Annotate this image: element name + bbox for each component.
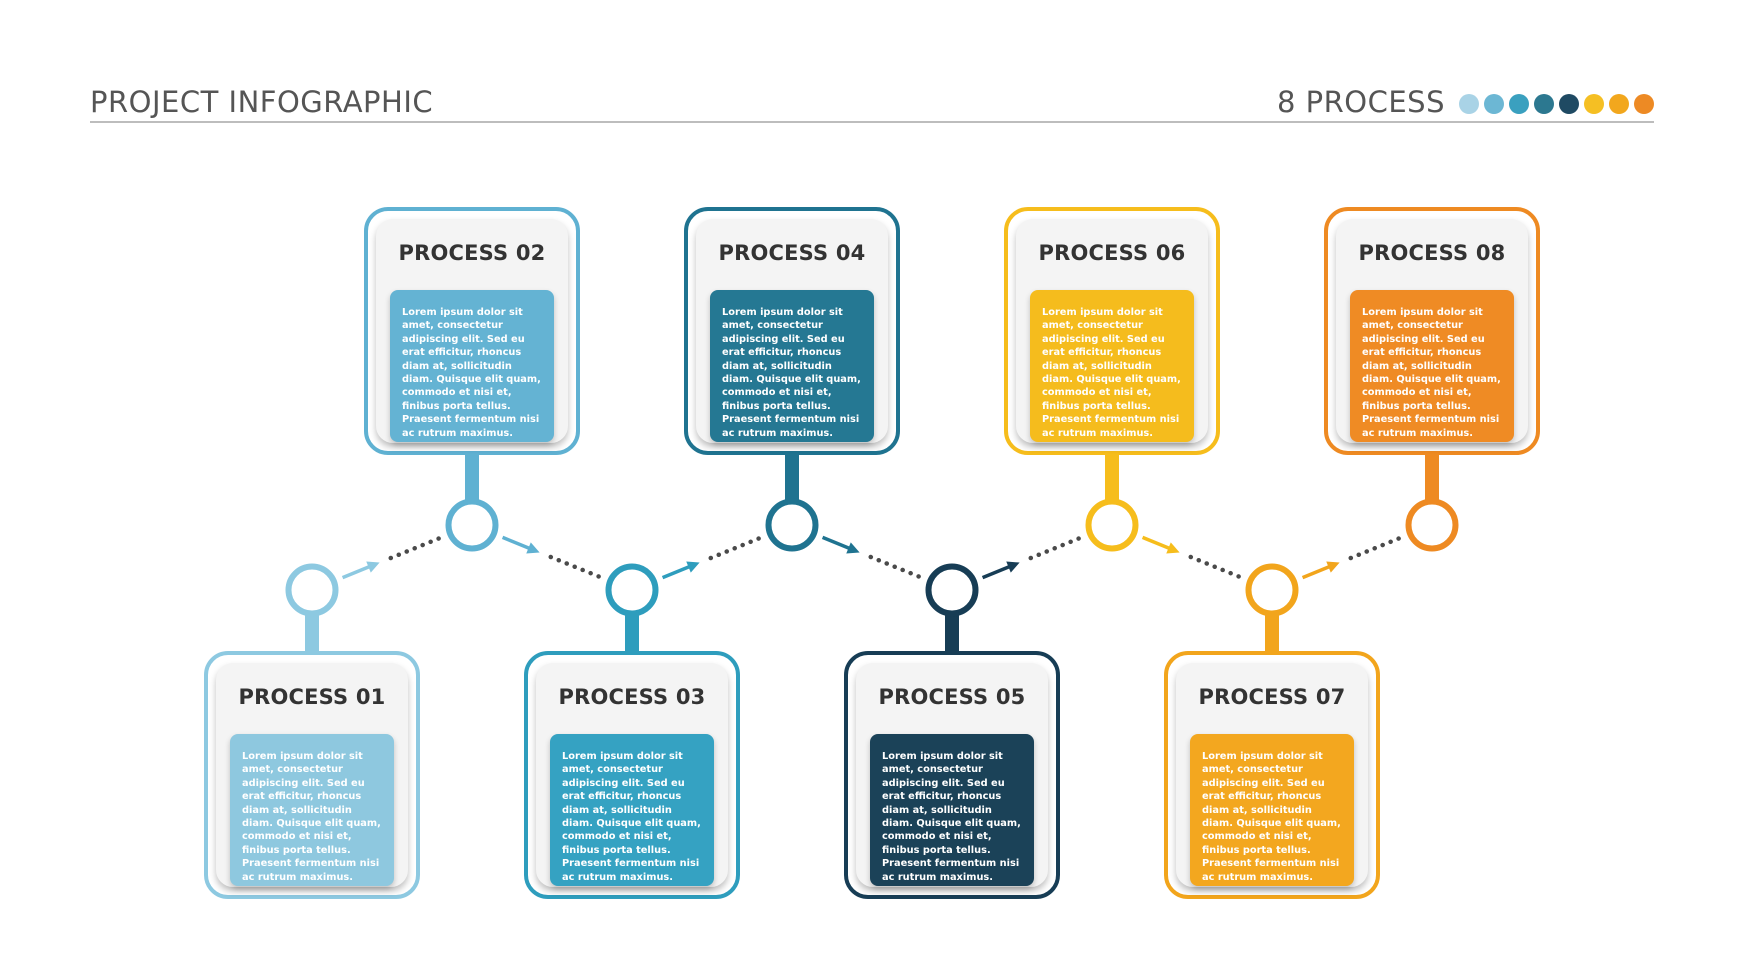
process-node-6 [1085, 498, 1139, 552]
legend-dot-2 [1484, 94, 1504, 114]
process-title: PROCESS 03 [558, 685, 706, 709]
header-divider [90, 121, 1654, 123]
legend-dot-8 [1634, 94, 1654, 114]
process-stem-7 [1265, 613, 1279, 655]
process-stem-1 [305, 613, 319, 655]
process-node-1 [285, 563, 339, 617]
connector-7-to-8 [1301, 535, 1404, 580]
legend-dot-1 [1459, 94, 1479, 114]
connector-4-to-5 [821, 535, 924, 580]
legend-dot-4 [1534, 94, 1554, 114]
legend-dot-6 [1584, 94, 1604, 114]
process-description: Lorem ipsum dolor sit amet, consectetur … [1350, 290, 1514, 442]
process-card-4: PROCESS 04 Lorem ipsum dolor sit amet, co… [684, 207, 900, 455]
process-stem-6 [1105, 451, 1119, 502]
process-node-4 [765, 498, 819, 552]
header-right: 8 PROCESS [1277, 82, 1654, 122]
connector-6-to-7 [1141, 535, 1244, 580]
process-node-5 [925, 563, 979, 617]
process-node-2 [445, 498, 499, 552]
process-title: PROCESS 01 [238, 685, 386, 709]
process-description: Lorem ipsum dolor sit amet, consectetur … [1030, 290, 1194, 442]
process-stem-5 [945, 613, 959, 655]
process-card-6: PROCESS 06 Lorem ipsum dolor sit amet, co… [1004, 207, 1220, 455]
process-description: Lorem ipsum dolor sit amet, consectetur … [230, 734, 394, 886]
connector-2-to-3 [501, 535, 604, 580]
page-title: PROJECT INFOGRAPHIC [90, 85, 434, 119]
process-card-3: PROCESS 03 Lorem ipsum dolor sit amet, co… [524, 651, 740, 899]
connector-1-to-2 [341, 535, 444, 580]
process-card-8: PROCESS 08 Lorem ipsum dolor sit amet, co… [1324, 207, 1540, 455]
process-card-5: PROCESS 05 Lorem ipsum dolor sit amet, co… [844, 651, 1060, 899]
legend-dot-7 [1609, 94, 1629, 114]
process-node-7 [1245, 563, 1299, 617]
process-description: Lorem ipsum dolor sit amet, consectetur … [870, 734, 1034, 886]
process-title: PROCESS 07 [1198, 685, 1346, 709]
page-subtitle: 8 PROCESS [1276, 85, 1445, 119]
process-stem-3 [625, 613, 639, 655]
legend-dot-5 [1559, 94, 1579, 114]
process-card-2: PROCESS 02 Lorem ipsum dolor sit amet, co… [364, 207, 580, 455]
process-description: Lorem ipsum dolor sit amet, consectetur … [710, 290, 874, 442]
process-title: PROCESS 05 [878, 685, 1026, 709]
process-stem-2 [465, 451, 479, 502]
process-title: PROCESS 06 [1038, 241, 1186, 265]
process-card-7: PROCESS 07 Lorem ipsum dolor sit amet, co… [1164, 651, 1380, 899]
process-stem-8 [1425, 451, 1439, 502]
connector-5-to-6 [981, 535, 1084, 580]
process-node-3 [605, 563, 659, 617]
process-description: Lorem ipsum dolor sit amet, consectetur … [390, 290, 554, 442]
process-title: PROCESS 02 [398, 241, 546, 265]
legend-dot-3 [1509, 94, 1529, 114]
process-card-1: PROCESS 01 Lorem ipsum dolor sit amet, co… [204, 651, 420, 899]
process-title: PROCESS 08 [1358, 241, 1506, 265]
process-description: Lorem ipsum dolor sit amet, consectetur … [550, 734, 714, 886]
process-node-8 [1405, 498, 1459, 552]
connector-3-to-4 [661, 535, 764, 580]
process-description: Lorem ipsum dolor sit amet, consectetur … [1190, 734, 1354, 886]
color-dots-legend [1459, 94, 1654, 114]
process-stem-4 [785, 451, 799, 502]
process-title: PROCESS 04 [718, 241, 866, 265]
